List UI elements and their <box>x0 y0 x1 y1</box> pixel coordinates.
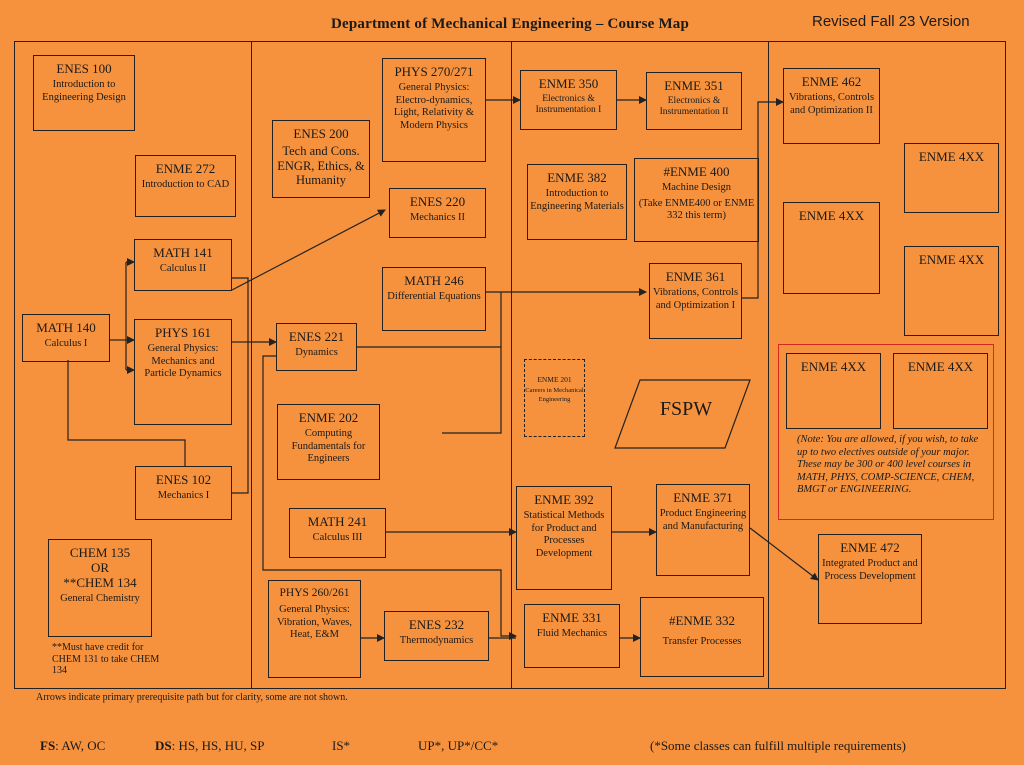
revision-label: Revised Fall 23 Version <box>812 13 970 30</box>
course-enme201: ENME 201 Careers in Mechanical Engineeri… <box>524 359 585 437</box>
arrows-note: Arrows indicate primary prerequisite pat… <box>36 692 348 703</box>
course-chem: CHEM 135 OR **CHEM 134 General Chemistry <box>48 539 152 637</box>
course-enme351: ENME 351 Electronics & Instrumentation I… <box>646 72 742 130</box>
elective-slot: ENME 4XX <box>904 246 999 336</box>
outside-electives-group <box>778 344 994 520</box>
multiple-requirements-note: (*Some classes can fulfill multiple requ… <box>650 738 906 753</box>
course-enme272: ENME 272 Introduction to CAD <box>135 155 236 217</box>
course-enes100: ENES 100 Introduction to Engineering Des… <box>33 55 135 131</box>
requirement-is: IS* <box>332 738 351 753</box>
elective-slot: ENME 4XX <box>786 353 881 429</box>
course-phys161: PHYS 161 General Physics: Mechanics and … <box>134 319 232 425</box>
course-enes102: ENES 102 Mechanics I <box>135 466 232 520</box>
course-enme392: ENME 392 Statistical Methods for Product… <box>516 486 612 590</box>
course-enes220: ENES 220 Mechanics II <box>389 188 486 238</box>
fspw-shape <box>614 379 751 449</box>
column-divider <box>511 41 512 689</box>
course-enme361: ENME 361 Vibrations, Controls and Optimi… <box>649 263 742 339</box>
course-map-frame <box>14 41 1006 689</box>
course-phys270: PHYS 270/271 General Physics: Electro-dy… <box>382 58 486 162</box>
course-enme462: ENME 462 Vibrations, Controls and Optimi… <box>783 68 880 144</box>
page-title: Department of Mechanical Engineering – C… <box>330 16 690 32</box>
column-divider <box>768 41 769 689</box>
electives-note: (Note: You are allowed, if you wish, to … <box>797 434 979 495</box>
course-enme350: ENME 350 Electronics & Instrumentation I <box>520 70 617 130</box>
requirement-up: UP*, UP*/CC* <box>418 738 499 753</box>
requirement-ds: DS: HS, HS, HU, SP <box>155 738 265 753</box>
course-enme331: ENME 331 Fluid Mechanics <box>524 604 620 668</box>
course-phys260: PHYS 260/261 General Physics: Vibration,… <box>268 580 361 678</box>
requirement-fs: FS: AW, OC <box>40 738 106 753</box>
course-enes200: ENES 200 Tech and Cons. ENGR, Ethics, & … <box>272 120 370 198</box>
fspw-label: FSPW <box>659 398 713 420</box>
course-enme472: ENME 472 Integrated Product and Process … <box>818 534 922 624</box>
course-enme202: ENME 202 Computing Fundamentals for Engi… <box>277 404 380 480</box>
elective-slot: ENME 4XX <box>904 143 999 213</box>
elective-slot: ENME 4XX <box>783 202 880 294</box>
course-enes232: ENES 232 Thermodynamics <box>384 611 489 661</box>
course-math141: MATH 141 Calculus II <box>134 239 232 291</box>
course-math246: MATH 246 Differential Equations <box>382 267 486 331</box>
course-math140: MATH 140 Calculus I <box>22 314 110 362</box>
course-enme371: ENME 371 Product Engineering and Manufac… <box>656 484 750 576</box>
chem-credit-note: **Must have credit for CHEM 131 to take … <box>52 642 160 676</box>
course-enme382: ENME 382 Introduction to Engineering Mat… <box>527 164 627 240</box>
course-enme400: #ENME 400 Machine Design (Take ENME400 o… <box>634 158 759 242</box>
column-divider <box>251 41 252 689</box>
elective-slot: ENME 4XX <box>893 353 988 429</box>
course-enes221: ENES 221 Dynamics <box>276 323 357 371</box>
course-enme332: #ENME 332 Transfer Processes <box>640 597 764 677</box>
course-math241: MATH 241 Calculus III <box>289 508 386 558</box>
